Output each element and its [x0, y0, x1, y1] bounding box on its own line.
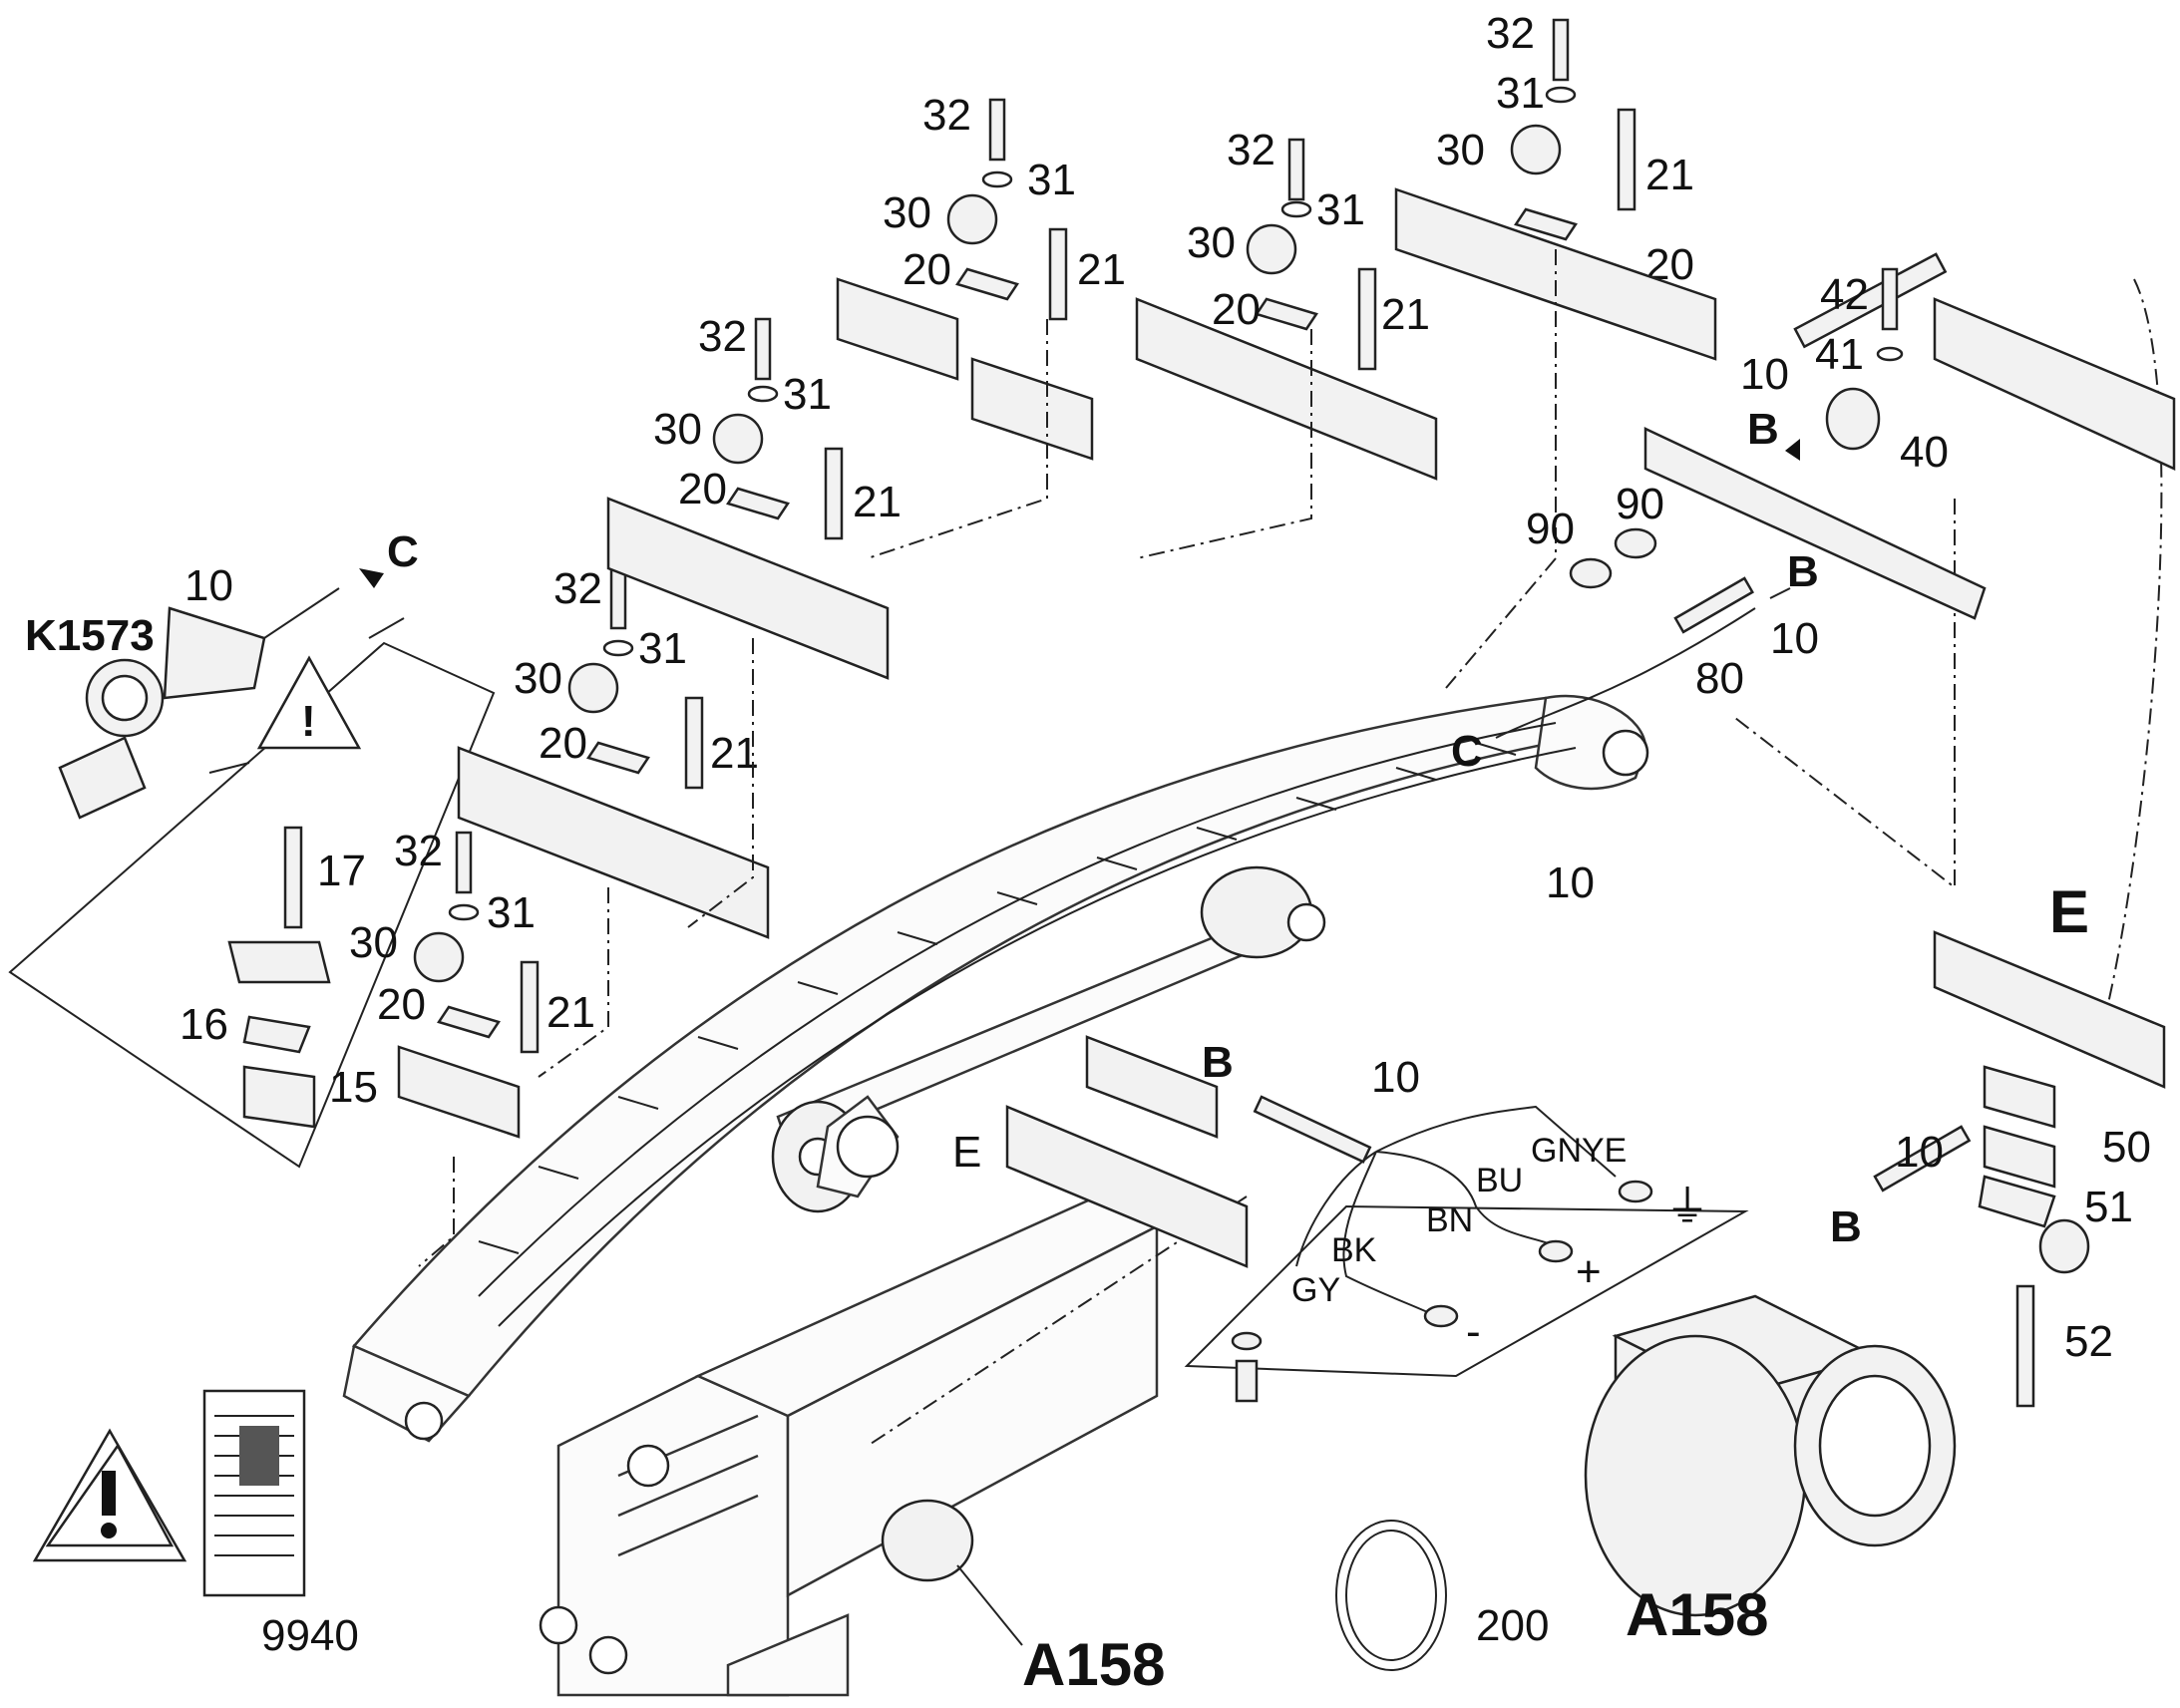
label-21: 21 [710, 729, 759, 778]
label-52: 52 [2064, 1317, 2113, 1366]
arrow-b-icon [1785, 439, 1800, 461]
label-9940: 9940 [261, 1611, 359, 1660]
manual-9940-group: 9940 [32, 1389, 359, 1660]
label-k1573: K1573 [25, 611, 155, 660]
label-e-bracket: E [952, 1128, 981, 1177]
label-30: 30 [349, 918, 398, 967]
hose-section-top-right: 42 41 10 40 B [1643, 252, 2176, 620]
label-17: 17 [317, 847, 366, 895]
label-30: 30 [1187, 218, 1236, 267]
label-10-wire: 10 [1371, 1053, 1420, 1102]
label-16: 16 [180, 1000, 228, 1049]
ground-icon: ⏚ [1665, 1183, 1709, 1231]
base-chassis [539, 1095, 1160, 1697]
label-21: 21 [546, 988, 595, 1037]
label-200: 200 [1476, 1601, 1549, 1650]
wire-bn: BN [1426, 1201, 1473, 1239]
bracket-15-17: 17 16 15 [180, 826, 378, 1129]
clamp-group-5: 32 31 30 20 21 [514, 564, 759, 790]
label-30: 30 [883, 188, 931, 237]
label-80: 80 [1695, 654, 1744, 703]
label-31: 31 [1316, 185, 1365, 234]
base-connector [881, 1499, 974, 1582]
label-51: 51 [2084, 1183, 2133, 1231]
plug-body [163, 606, 266, 700]
label-31: 31 [1027, 156, 1076, 204]
label-30: 30 [653, 405, 702, 454]
view-e-right: E 50 10 51 52 B [1830, 878, 2166, 1408]
label-20: 20 [678, 465, 727, 513]
label-50: 50 [2102, 1123, 2151, 1172]
label-90-b: 90 [1616, 480, 1664, 528]
label-a158-motor: A158 [1626, 1581, 1768, 1648]
label-10-plug: 10 [184, 561, 233, 610]
label-20: 20 [1212, 285, 1261, 334]
label-32: 32 [1486, 9, 1535, 58]
label-b-top: B [1747, 405, 1779, 454]
warning-mark: ! [301, 697, 316, 746]
label-b-wire: B [1202, 1038, 1234, 1087]
wire-plus: + [1576, 1247, 1602, 1296]
motor-a158: A158 [1584, 1294, 1957, 1648]
label-20: 20 [377, 980, 426, 1029]
arrow-c-icon [359, 568, 384, 588]
cable-section: 90 90 80 10 10 B C [1451, 480, 1819, 907]
label-31: 31 [638, 624, 687, 673]
label-31: 31 [1496, 69, 1545, 118]
label-e-top: E [2049, 878, 2089, 945]
label-32: 32 [1227, 126, 1275, 174]
label-90-a: 90 [1526, 505, 1575, 553]
wire-minus: - [1466, 1307, 1481, 1356]
strap-200: 200 [1335, 1520, 1549, 1671]
label-21: 21 [1077, 245, 1126, 294]
wire-bu: BU [1476, 1162, 1523, 1199]
label-30: 30 [514, 654, 562, 703]
clamp-group-1: 32 31 30 21 20 [1436, 9, 1694, 289]
label-31: 31 [487, 888, 536, 937]
label-32: 32 [922, 91, 971, 140]
clamp-group-2: 32 31 30 20 21 [1187, 126, 1430, 371]
label-32: 32 [394, 827, 443, 875]
label-20: 20 [539, 719, 587, 768]
block-15 [242, 1065, 316, 1129]
label-21: 21 [1645, 151, 1694, 199]
wire-gy: GY [1291, 1271, 1340, 1309]
k1573-plug-group: 10 K1573 ! C [8, 527, 496, 1169]
label-10-e: 10 [1895, 1128, 1944, 1177]
label-30: 30 [1436, 126, 1485, 174]
assembly-lines [418, 249, 2163, 1447]
boom-mount-points [478, 742, 1517, 1254]
plate-16 [242, 1015, 311, 1054]
clamp-group-6: 32 31 30 20 21 [349, 827, 595, 1054]
manual-icon [202, 1389, 306, 1597]
label-31: 31 [783, 370, 832, 419]
label-32: 32 [553, 564, 602, 613]
label-21: 21 [853, 478, 902, 526]
label-10-boom: 10 [1546, 858, 1595, 907]
warning-icon [256, 655, 362, 750]
label-b-cable: B [1787, 547, 1819, 596]
label-20: 20 [903, 245, 951, 294]
wire-harness: 10 B GNYE BU BN BK GY + - ⏚ [1184, 1038, 1749, 1378]
wire-gnye: GNYE [1531, 1132, 1627, 1170]
label-42: 42 [1820, 270, 1869, 319]
label-c-plug: C [387, 527, 419, 576]
label-c-cable: C [1451, 727, 1483, 776]
label-10-cable: 10 [1770, 614, 1819, 663]
label-15: 15 [329, 1063, 378, 1112]
label-a158-base: A158 [1022, 1631, 1165, 1698]
wire-bk: BK [1331, 1231, 1377, 1269]
label-32: 32 [698, 312, 747, 361]
view-e-bracket: E [952, 1105, 1263, 1403]
bolt-17 [283, 826, 303, 929]
label-41: 41 [1815, 330, 1864, 379]
label-10-top: 10 [1740, 350, 1789, 399]
clamp-group-4: 32 31 30 20 21 [653, 312, 902, 540]
label-b-e: B [1830, 1202, 1862, 1251]
label-40: 40 [1900, 428, 1949, 477]
clamp-group-3: 32 31 30 20 21 [883, 91, 1126, 321]
label-21: 21 [1381, 290, 1430, 339]
